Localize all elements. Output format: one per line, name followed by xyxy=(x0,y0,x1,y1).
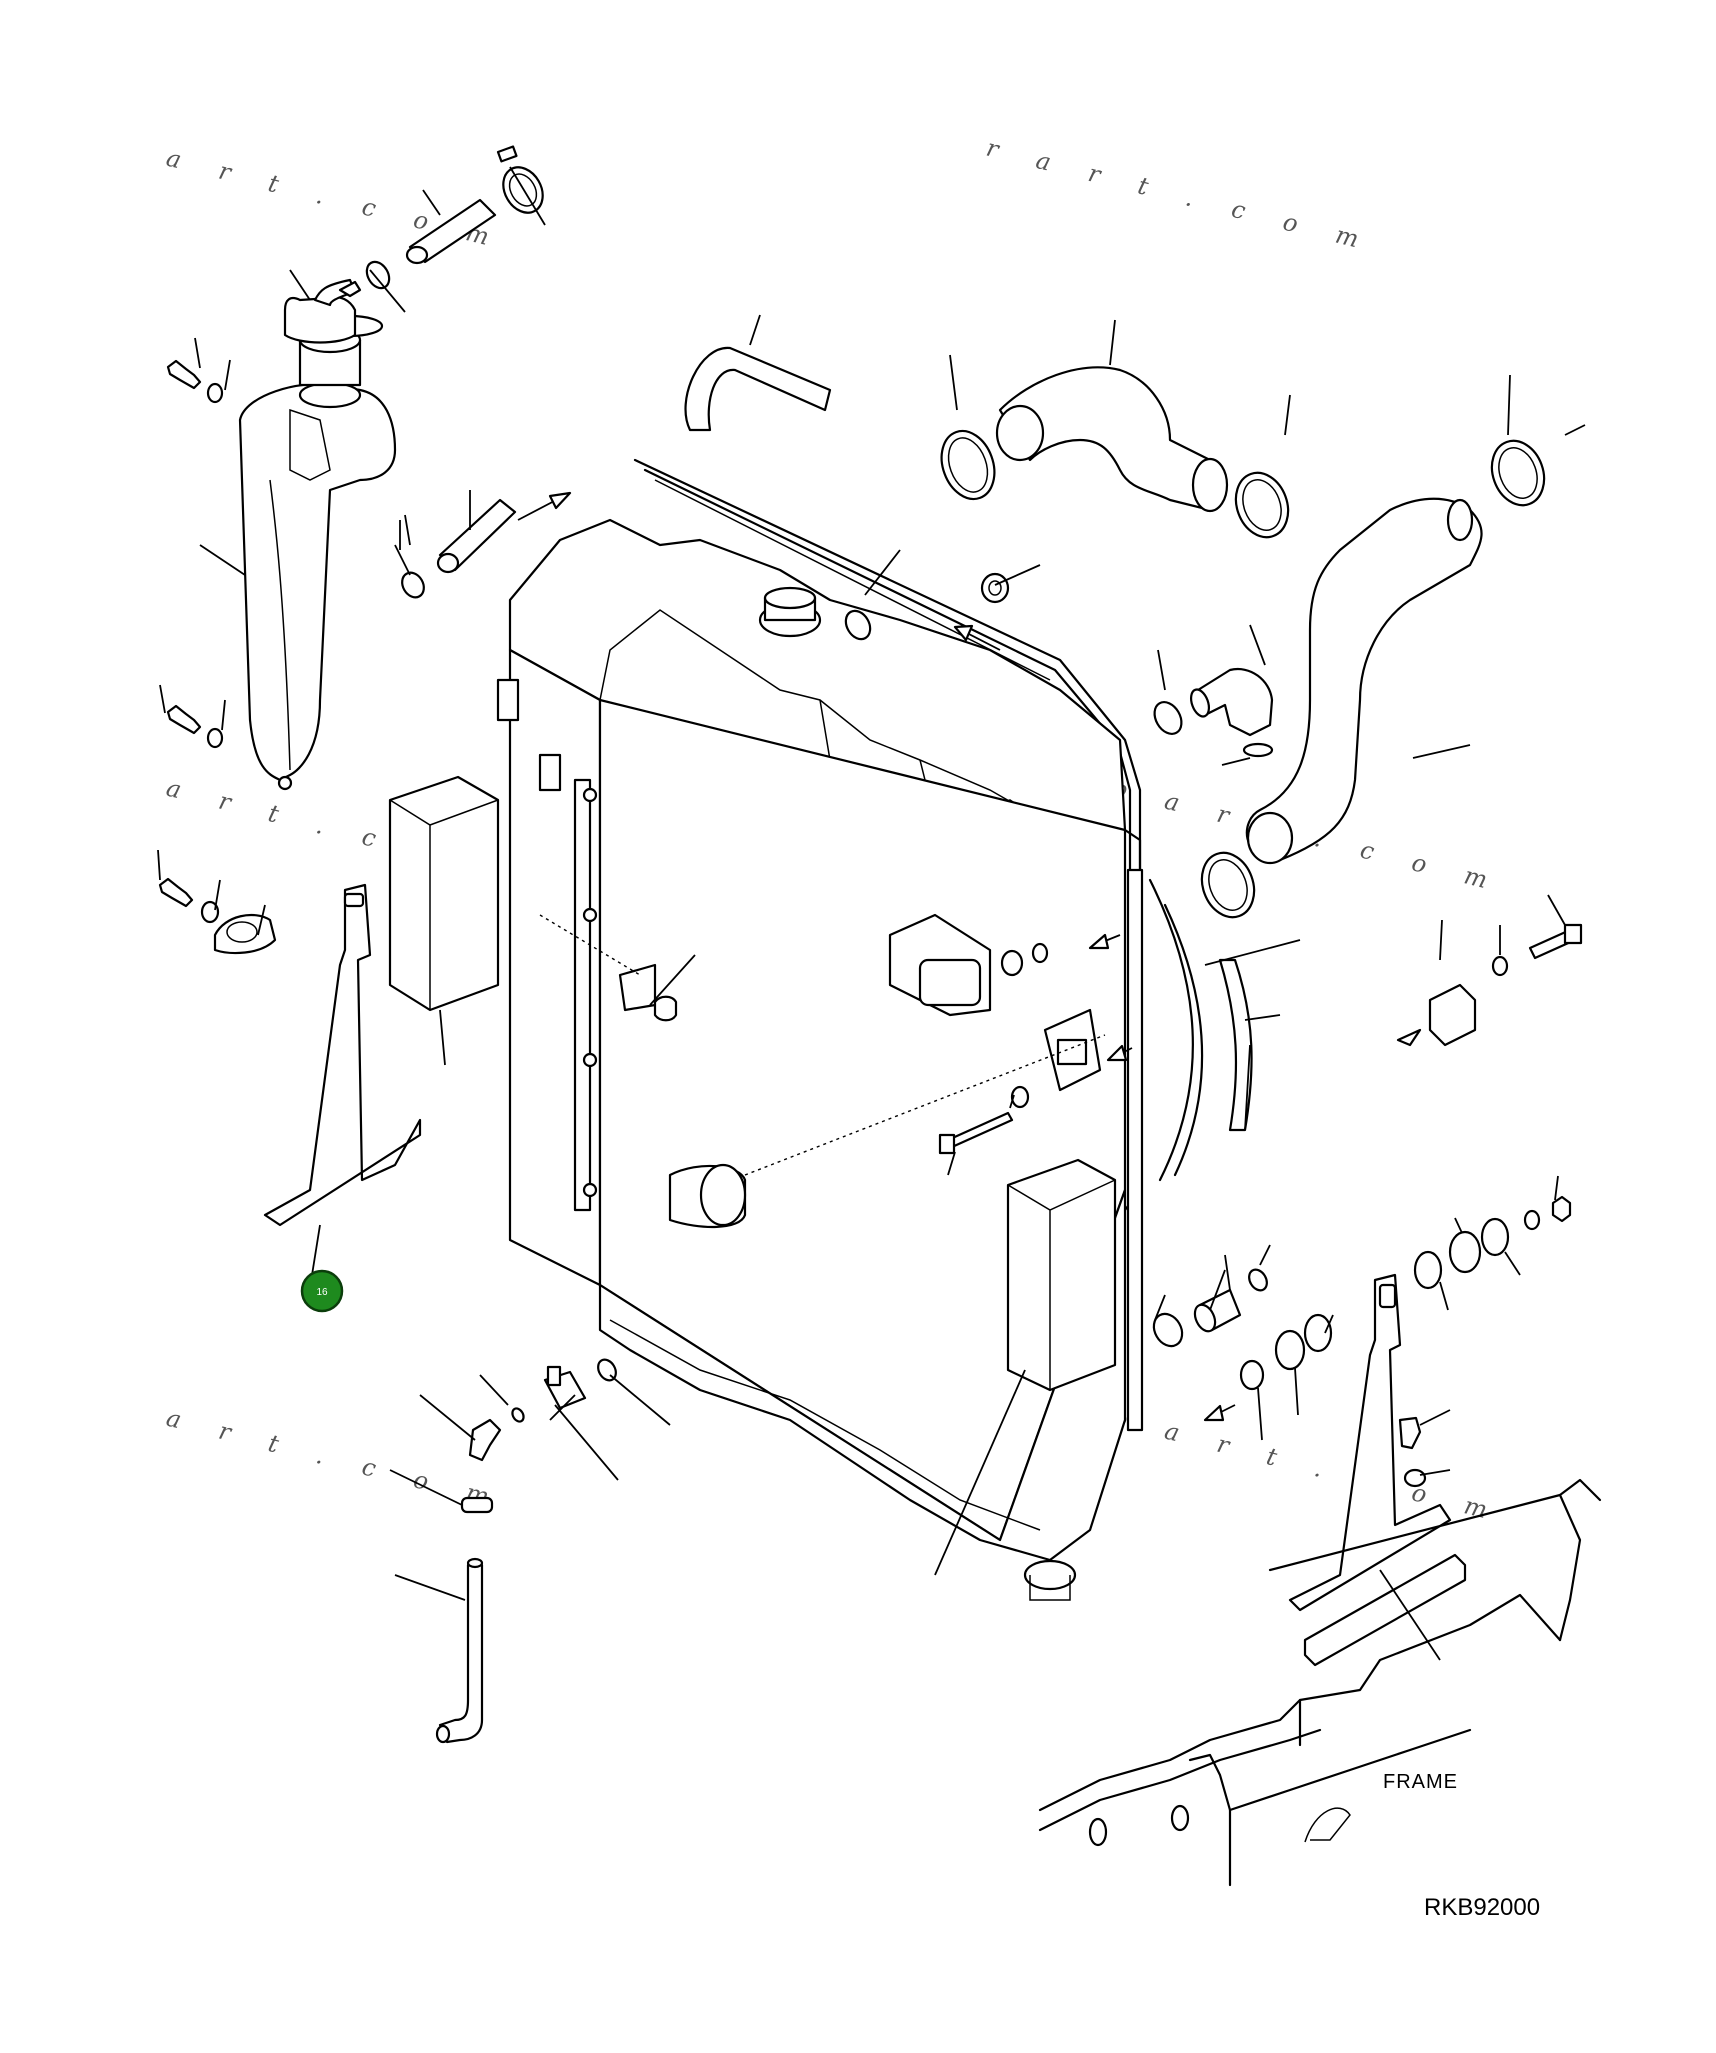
machine-frame: FRAME xyxy=(1038,1478,1602,1887)
frame-label: FRAME xyxy=(1383,1771,1458,1793)
radiator-assembly xyxy=(496,458,1204,1601)
drawing-code: RKB92000 xyxy=(1424,1894,1540,1921)
callout-16[interactable]: 16 xyxy=(300,1269,344,1313)
callout-label: 16 xyxy=(316,1287,328,1298)
leader-lines xyxy=(157,166,1586,1661)
hoses xyxy=(405,198,1483,1744)
stays xyxy=(263,775,1452,1612)
watermark-2: r a r t . c o m xyxy=(984,134,1378,258)
fittings xyxy=(213,572,1477,1462)
watermark-5: a r t . c o m xyxy=(164,1404,508,1515)
callout-badge[interactable] xyxy=(300,1269,344,1313)
reservoir-tank xyxy=(238,278,397,791)
arrows xyxy=(517,491,1422,1422)
hardware xyxy=(158,359,1583,1488)
